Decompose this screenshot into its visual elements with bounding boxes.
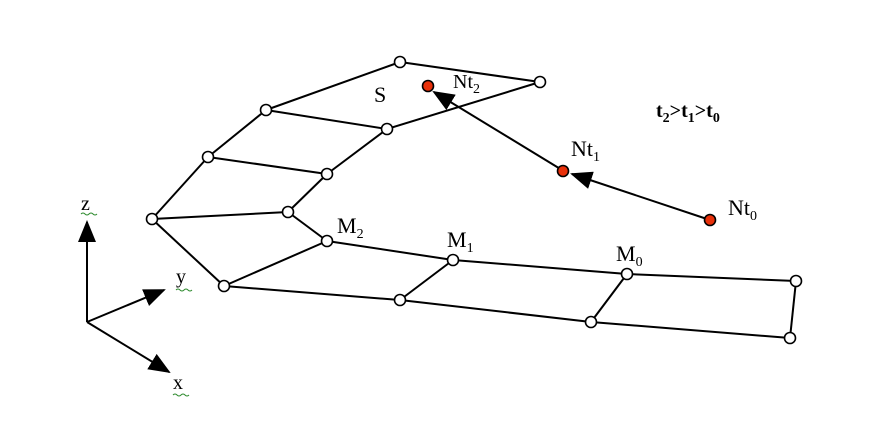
mesh-node <box>533 75 547 89</box>
underline-x <box>172 393 190 397</box>
surface-label: S <box>374 82 386 107</box>
mesh-edges <box>151 61 797 339</box>
y-axis <box>86 289 166 323</box>
trajectory-arrow-2 <box>432 90 563 171</box>
y-axis-label: y <box>176 266 186 288</box>
mesh-node-m1 <box>446 253 460 267</box>
time-order-label: t2>t1>t0 <box>656 100 720 126</box>
mesh-edge <box>223 285 401 301</box>
mesh-edge <box>151 156 209 220</box>
nt1-label: Nt1 <box>571 136 600 165</box>
m0-label: M0 <box>616 241 643 270</box>
x-axis <box>86 321 171 374</box>
nt0-label: Nt0 <box>728 195 757 224</box>
mesh-node <box>281 205 295 219</box>
axes <box>78 220 171 374</box>
nt0-point <box>703 213 717 227</box>
mesh-node <box>783 331 797 345</box>
mesh-edge <box>151 218 225 287</box>
mesh-edge <box>789 280 797 339</box>
mesh-edge <box>287 211 328 242</box>
trajectory-points <box>421 79 717 227</box>
mesh-edge <box>386 81 541 130</box>
mesh-edge <box>326 128 388 175</box>
mesh-edge <box>626 273 797 282</box>
mesh-edge <box>207 109 267 158</box>
mesh-node <box>393 293 407 307</box>
mesh-node <box>393 55 407 69</box>
trajectory-arrow-1 <box>570 171 711 221</box>
mesh-node <box>259 103 273 117</box>
mesh-node <box>217 279 231 293</box>
mesh-nodes <box>145 55 803 345</box>
mesh-node <box>380 122 394 136</box>
nt1-point <box>556 164 570 178</box>
mesh-edge <box>326 240 454 261</box>
mesh-node <box>201 150 215 164</box>
mesh-node-m2 <box>320 234 334 248</box>
mesh-edge <box>399 259 454 301</box>
mesh-edge <box>590 321 791 339</box>
mesh-edge <box>151 211 289 220</box>
mesh-node <box>789 274 803 288</box>
mesh-edge <box>452 259 628 275</box>
z-axis-label: z <box>81 193 90 215</box>
mesh-edge <box>265 109 388 130</box>
mesh-edge <box>265 61 401 111</box>
mesh-edge <box>399 61 541 83</box>
mesh-node <box>320 167 334 181</box>
mesh-node <box>145 212 159 226</box>
mesh-node-m0 <box>620 267 634 281</box>
mesh-edge <box>223 240 328 287</box>
x-axis-label: x <box>173 372 183 394</box>
mesh-edge <box>399 299 592 323</box>
underline-y <box>175 288 193 292</box>
mesh-edge <box>207 156 328 175</box>
nt2-point <box>421 79 435 93</box>
mesh-node <box>584 315 598 329</box>
m1-label: M1 <box>447 227 474 256</box>
nt2-label: Nt2 <box>453 71 480 97</box>
m2-label: M2 <box>337 213 364 242</box>
mesh-edge <box>287 173 328 213</box>
mesh-edge <box>590 273 628 323</box>
trajectory <box>432 90 711 221</box>
underline-z <box>80 212 98 216</box>
